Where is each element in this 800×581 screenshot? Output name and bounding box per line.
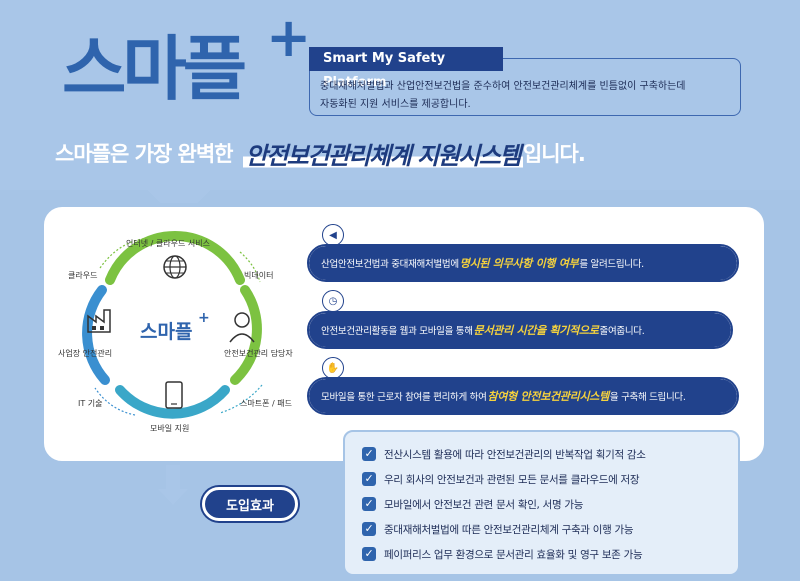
dotted-arrow-3 (219, 384, 263, 414)
label-mobile-support: 모바일 지원 (150, 424, 190, 433)
intro-line-1: 중대재해처벌법과 산업안전보건법을 준수하여 안전보건관리체계를 빈틈없이 구축… (320, 81, 686, 92)
intro-box (309, 58, 741, 116)
intro-line-2: 자동화된 지원 서비스를 제공합니다. (320, 99, 471, 110)
benefit-text: 모바일에서 안전보건 관련 문서 확인, 서명 가능 (384, 498, 584, 511)
cycle-diagram: 스마플 + (82, 230, 263, 419)
label-internet-cloud: 인터넷 / 클라우드 서비스 (126, 239, 210, 248)
benefit-text: 페이퍼리스 업무 환경으로 문서관리 효율화 및 영구 보존 가능 (384, 548, 643, 561)
check-icon: ✓ (362, 522, 376, 536)
headline-post: 입니다. (522, 142, 586, 166)
benefit-item: ✓ 전산시스템 활용에 따라 안전보건관리의 반복작업 획기적 감소 (362, 444, 646, 464)
factory-icon (87, 309, 111, 333)
arc-green (105, 230, 245, 285)
benefit-item: ✓ 페이퍼리스 업무 환경으로 문서관리 효율화 및 영구 보존 가능 (362, 544, 643, 564)
dotted-arrow-2 (239, 251, 261, 283)
benefit-item: ✓ 중대재해처벌법에 따른 안전보건관리체계 구축과 이행 가능 (362, 519, 634, 539)
check-icon: ✓ (362, 447, 376, 461)
feature-3-highlight: 참여형 안전보건관리시스템 (487, 390, 610, 403)
benefit-item: ✓ 우리 회사의 안전보건과 관련된 모든 문서를 클라우드에 저장 (362, 469, 640, 489)
logo-text: 스마플 (62, 28, 247, 110)
benefit-text: 우리 회사의 안전보건과 관련된 모든 문서를 클라우드에 저장 (384, 473, 640, 486)
feature-pill-2: 안전보건관리활동을 웹과 모바일을 통해 문서관리 시간을 획기적으로 줄여줍니… (307, 311, 733, 349)
platform-badge: Smart My Safety Platform (309, 47, 503, 90)
dotted-arrow-4 (94, 387, 136, 416)
label-smartphone-pad: 스마트폰 / 패드 (240, 399, 292, 408)
benefit-item: ✓ 모바일에서 안전보건 관련 문서 확인, 서명 가능 (362, 494, 583, 514)
label-cloud: 클라우드 (68, 271, 98, 280)
feature-1-post: 를 알려드립니다. (579, 259, 644, 270)
arc-green-right (230, 285, 262, 385)
person-icon (229, 312, 255, 343)
smartphone-icon (165, 381, 183, 409)
check-icon: ✓ (362, 547, 376, 561)
cycle-center-plus: + (198, 310, 210, 326)
label-safety-manager: 안전보건관리 담당자 (224, 349, 293, 358)
headline-pre: 스마플은 가장 완벽한 (55, 142, 234, 166)
benefit-text: 전산시스템 활용에 따라 안전보건관리의 반복작업 획기적 감소 (384, 448, 646, 461)
feature-1-highlight: 명시된 의무사항 이행 여부 (459, 257, 579, 270)
headline-highlight: 안전보건관리체계 지원시스템 (242, 135, 523, 171)
feature-2-pre: 안전보건관리활동을 웹과 모바일을 통해 (321, 326, 473, 337)
label-bigdata: 빅데이터 (244, 271, 274, 280)
logo-plus: + (266, 6, 312, 69)
intro-text: 중대재해처벌법과 산업안전보건법을 준수하여 안전보건관리체계를 빈틈없이 구축… (320, 78, 740, 114)
handshake-icon: ✋ (322, 357, 344, 379)
headline: 스마플은 가장 완벽한 안전보건관리체계 지원시스템 입니다. (55, 133, 586, 173)
arc-blue (82, 285, 110, 385)
feature-2-post: 줄여줍니다. (599, 326, 645, 337)
effect-arrow-icon (158, 465, 188, 505)
arc-teal (115, 385, 230, 419)
feature-2-highlight: 문서관리 시간을 획기적으로 (473, 324, 599, 337)
globe-icon (163, 255, 187, 279)
feature-3-post: 을 구축해 드립니다. (609, 392, 686, 403)
feature-1-pre: 산업안전보건법과 중대재해처벌법에 (321, 259, 459, 270)
benefits-card (343, 430, 740, 576)
dotted-arrow-1 (99, 237, 151, 269)
megaphone-icon: ◀ (322, 224, 344, 246)
cycle-center-text: 스마플 (140, 321, 192, 343)
effect-label: 도입효과 (202, 487, 298, 521)
clock-icon: ◷ (322, 290, 344, 312)
label-site-safety: 사업장 안전관리 (58, 349, 113, 358)
label-it-tech: IT 기술 (78, 399, 103, 408)
feature-3-pre: 모바일을 통한 근로자 참여를 편리하게 하여 (321, 392, 487, 403)
feature-pill-1: 산업안전보건법과 중대재해처벌법에 명시된 의무사항 이행 여부 를 알려드립니… (307, 244, 739, 282)
feature-pill-3: 모바일을 통한 근로자 참여를 편리하게 하여 참여형 안전보건관리시스템 을 … (307, 377, 739, 415)
check-icon: ✓ (362, 497, 376, 511)
check-icon: ✓ (362, 472, 376, 486)
benefit-text: 중대재해처벌법에 따른 안전보건관리체계 구축과 이행 가능 (384, 523, 634, 536)
